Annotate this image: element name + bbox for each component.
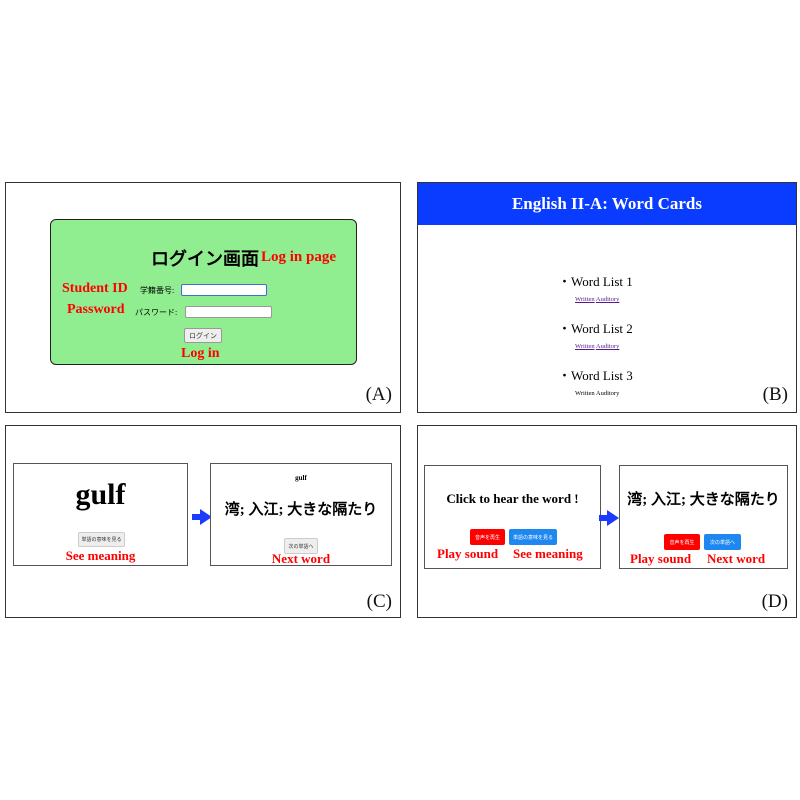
bullet: ・ [558, 274, 572, 289]
login-annotation: Log in [181, 346, 220, 361]
meaning-card: 湾; 入江; 大きな隔たり 音声を再生 次の単語へ Play sound Nex… [619, 465, 788, 569]
password-annotation: Password [67, 302, 125, 317]
auditory-link[interactable]: Auditory [595, 296, 620, 303]
panel-c-written-cards: gulf 単語の意味を見る See meaning gulf 湾; 入江; 大き… [5, 425, 401, 618]
bullet: ・ [558, 368, 572, 383]
panel-label: (B) [762, 384, 788, 405]
login-title: ログイン画面 [151, 249, 259, 269]
card-word: gulf [75, 478, 126, 511]
sound-card: Click to hear the word ! 音声を再生 単語の意味を見る … [424, 465, 601, 569]
panel-a-login: ログイン画面 Log in page Student ID 学籍番号: Pass… [5, 182, 401, 413]
word-list-name: Word List 2 [571, 321, 633, 336]
login-page-annotation: Log in page [261, 249, 337, 265]
bullet: ・ [558, 321, 572, 336]
panel-label: (A) [365, 384, 392, 405]
card-meaning: 湾; 入江; 大きな隔たり [224, 502, 378, 518]
password-input[interactable] [185, 306, 272, 318]
student-id-annotation: Student ID [62, 281, 128, 296]
arrow-right-icon [192, 509, 212, 525]
panel-label: (D) [761, 591, 788, 612]
see-meaning-button[interactable]: 単語の意味を見る [509, 529, 557, 545]
header-title: English II-A: Word Cards [511, 194, 703, 213]
see-meaning-annotation: See meaning [65, 548, 136, 563]
card-meaning: 湾; 入江; 大きな隔たり [627, 492, 780, 508]
card-prompt: Click to hear the word ! [446, 491, 579, 506]
next-word-button[interactable]: 次の単語へ [704, 534, 741, 550]
meaning-card: gulf 湾; 入江; 大きな隔たり 次の単語へ Next word [210, 463, 392, 566]
next-word-button[interactable]: 次の単語へ [284, 538, 318, 554]
student-id-input[interactable] [181, 284, 267, 296]
panel-b-word-lists: English II-A: Word Cards ・Word List 1 Wr… [417, 182, 797, 413]
next-word-annotation: Next word [707, 551, 766, 566]
panel-d-auditory-cards: Click to hear the word ! 音声を再生 単語の意味を見る … [417, 425, 797, 618]
written-link[interactable]: Written [575, 296, 595, 303]
see-meaning-button[interactable]: 単語の意味を見る [78, 532, 125, 547]
play-sound-annotation: Play sound [437, 546, 499, 561]
arrow-right-icon [599, 510, 619, 526]
play-sound-annotation: Play sound [630, 551, 692, 566]
auditory-text: Auditory [595, 390, 620, 397]
student-id-label: 学籍番号: [140, 286, 175, 295]
written-link[interactable]: Written [575, 343, 595, 350]
next-word-annotation: Next word [271, 551, 331, 566]
word-list-3: ・Word List 3 Written Auditory [558, 365, 633, 397]
see-meaning-annotation: See meaning [513, 546, 583, 561]
word-list-2: ・Word List 2 Written Auditory [558, 318, 633, 350]
panel-label: (C) [366, 591, 392, 612]
play-sound-button[interactable]: 音声を再生 [664, 534, 700, 550]
login-box: ログイン画面 Log in page Student ID 学籍番号: Pass… [50, 219, 357, 365]
password-label: パスワード: [135, 308, 178, 317]
play-sound-button[interactable]: 音声を再生 [470, 529, 505, 545]
written-text: Written [575, 390, 595, 397]
header-bar: English II-A: Word Cards [418, 183, 796, 225]
card-word-small: gulf [295, 474, 307, 482]
word-list-name: Word List 1 [571, 274, 633, 289]
word-list-name: Word List 3 [571, 368, 633, 383]
login-button[interactable]: ログイン [184, 328, 222, 343]
word-list-1: ・Word List 1 Written Auditory [558, 271, 633, 303]
auditory-link[interactable]: Auditory [595, 343, 620, 350]
word-card: gulf 単語の意味を見る See meaning [13, 463, 188, 566]
